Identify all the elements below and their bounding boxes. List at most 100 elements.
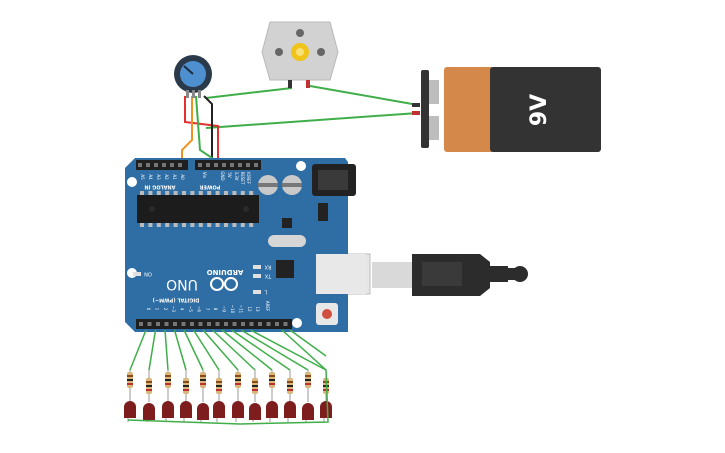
potentiometer[interactable] xyxy=(174,55,212,98)
led[interactable] xyxy=(249,403,261,420)
microcontroller-chip xyxy=(137,195,259,223)
resistor-band xyxy=(269,375,275,377)
pin-hole xyxy=(156,322,160,326)
reset-pin-label: RESET xyxy=(240,172,245,185)
chip-pin xyxy=(165,191,170,195)
rx-label: RX xyxy=(264,264,271,270)
resistor-band xyxy=(235,379,241,381)
digital-pin-label: ~6 xyxy=(196,306,201,312)
led-wire xyxy=(164,329,169,371)
board-model: UNO xyxy=(166,276,198,292)
chip-pin xyxy=(207,223,212,227)
digital-label: DIGITAL (PWM~) xyxy=(153,297,200,303)
wire-pot-orange xyxy=(181,96,193,166)
wire-motor-to-battery-neg xyxy=(309,85,419,106)
pin-hole xyxy=(154,163,158,167)
resistor-band xyxy=(200,383,206,385)
chip-pin xyxy=(173,223,178,227)
pin-hole xyxy=(178,163,182,167)
analog-pin-label: A4 xyxy=(148,174,153,180)
chip-pin xyxy=(224,223,228,227)
resistor-band xyxy=(165,383,171,385)
led[interactable] xyxy=(320,401,332,418)
chip-pin xyxy=(215,223,220,227)
led-wire xyxy=(211,329,256,371)
resistor-band xyxy=(200,375,206,377)
digital-header xyxy=(136,319,292,329)
resistor-band xyxy=(287,385,293,387)
wire-pot-red xyxy=(184,96,219,166)
resistor-band xyxy=(252,381,258,383)
pin-hole xyxy=(198,322,203,326)
analog-pin-label: A3 xyxy=(156,174,161,180)
resistor-band xyxy=(216,385,222,387)
chip-pin xyxy=(156,191,161,195)
digital-pin-label: 13 xyxy=(255,306,260,312)
vin-label: Vin xyxy=(202,172,207,179)
pin-hole xyxy=(224,322,228,326)
resistor-band xyxy=(183,381,189,383)
resistor-band xyxy=(305,375,311,377)
chip-pin xyxy=(249,191,254,195)
led[interactable] xyxy=(302,403,314,420)
chip-pin xyxy=(156,223,161,227)
chip-pin xyxy=(224,191,228,195)
digital-pin-label: 1 xyxy=(154,308,159,311)
resistor-band xyxy=(287,381,293,383)
led[interactable] xyxy=(266,401,278,418)
arduino-uno-board[interactable]: ARDUINO UNO ON TX RX L ANALOG IN POWER D… xyxy=(125,158,366,332)
gnd-label: GND xyxy=(220,171,225,180)
chip-pins xyxy=(140,191,254,227)
led-wire xyxy=(192,329,220,371)
resistor-band xyxy=(235,383,241,385)
battery-9v[interactable]: 9V xyxy=(412,67,601,152)
chip-pin xyxy=(232,223,237,227)
digital-pin-label: ~5 xyxy=(188,306,193,312)
chip-pin xyxy=(249,223,254,227)
pin-hole xyxy=(146,163,150,167)
led[interactable] xyxy=(197,403,209,420)
led[interactable] xyxy=(232,401,244,418)
wire-pot-green xyxy=(195,95,225,167)
analog-pin-label: A2 xyxy=(164,174,169,180)
analog-in-label: ANALOG IN xyxy=(144,184,175,190)
led[interactable] xyxy=(124,401,136,418)
on-label: ON xyxy=(144,271,152,277)
led-wire xyxy=(129,329,147,371)
chip-pin xyxy=(232,191,237,195)
v33-label: 3.3V xyxy=(234,171,239,180)
chip-pin xyxy=(173,191,178,195)
led[interactable] xyxy=(284,401,296,418)
pin-hole xyxy=(222,163,226,167)
pin-hole xyxy=(206,163,210,167)
digital-pin-label: 12 xyxy=(247,306,252,312)
resistor-band xyxy=(127,383,133,385)
resistor-band xyxy=(269,383,275,385)
led[interactable] xyxy=(213,401,225,418)
digital-pin-label: ~10 xyxy=(230,305,235,314)
resistor-band xyxy=(183,385,189,387)
pin-hole xyxy=(230,163,234,167)
l-label: L xyxy=(264,289,267,295)
pin-hole xyxy=(198,163,202,167)
dc-motor[interactable] xyxy=(261,21,339,88)
led-wire xyxy=(148,329,157,371)
digital-pin-label: ~9 xyxy=(222,306,227,312)
led[interactable] xyxy=(180,401,192,418)
top-wires xyxy=(181,85,419,167)
tx-label: TX xyxy=(264,273,272,279)
resistor-band xyxy=(305,379,311,381)
led-wire xyxy=(183,329,204,371)
led[interactable] xyxy=(162,401,174,418)
resistor-band xyxy=(200,379,206,381)
pin-hole xyxy=(254,163,258,167)
resistor-band xyxy=(305,383,311,385)
led[interactable] xyxy=(143,403,155,420)
chip-pin xyxy=(148,223,153,227)
pin-hole xyxy=(258,322,262,326)
pin-hole xyxy=(162,163,166,167)
usb-socket[interactable] xyxy=(316,254,366,294)
chip-pin xyxy=(165,223,170,227)
